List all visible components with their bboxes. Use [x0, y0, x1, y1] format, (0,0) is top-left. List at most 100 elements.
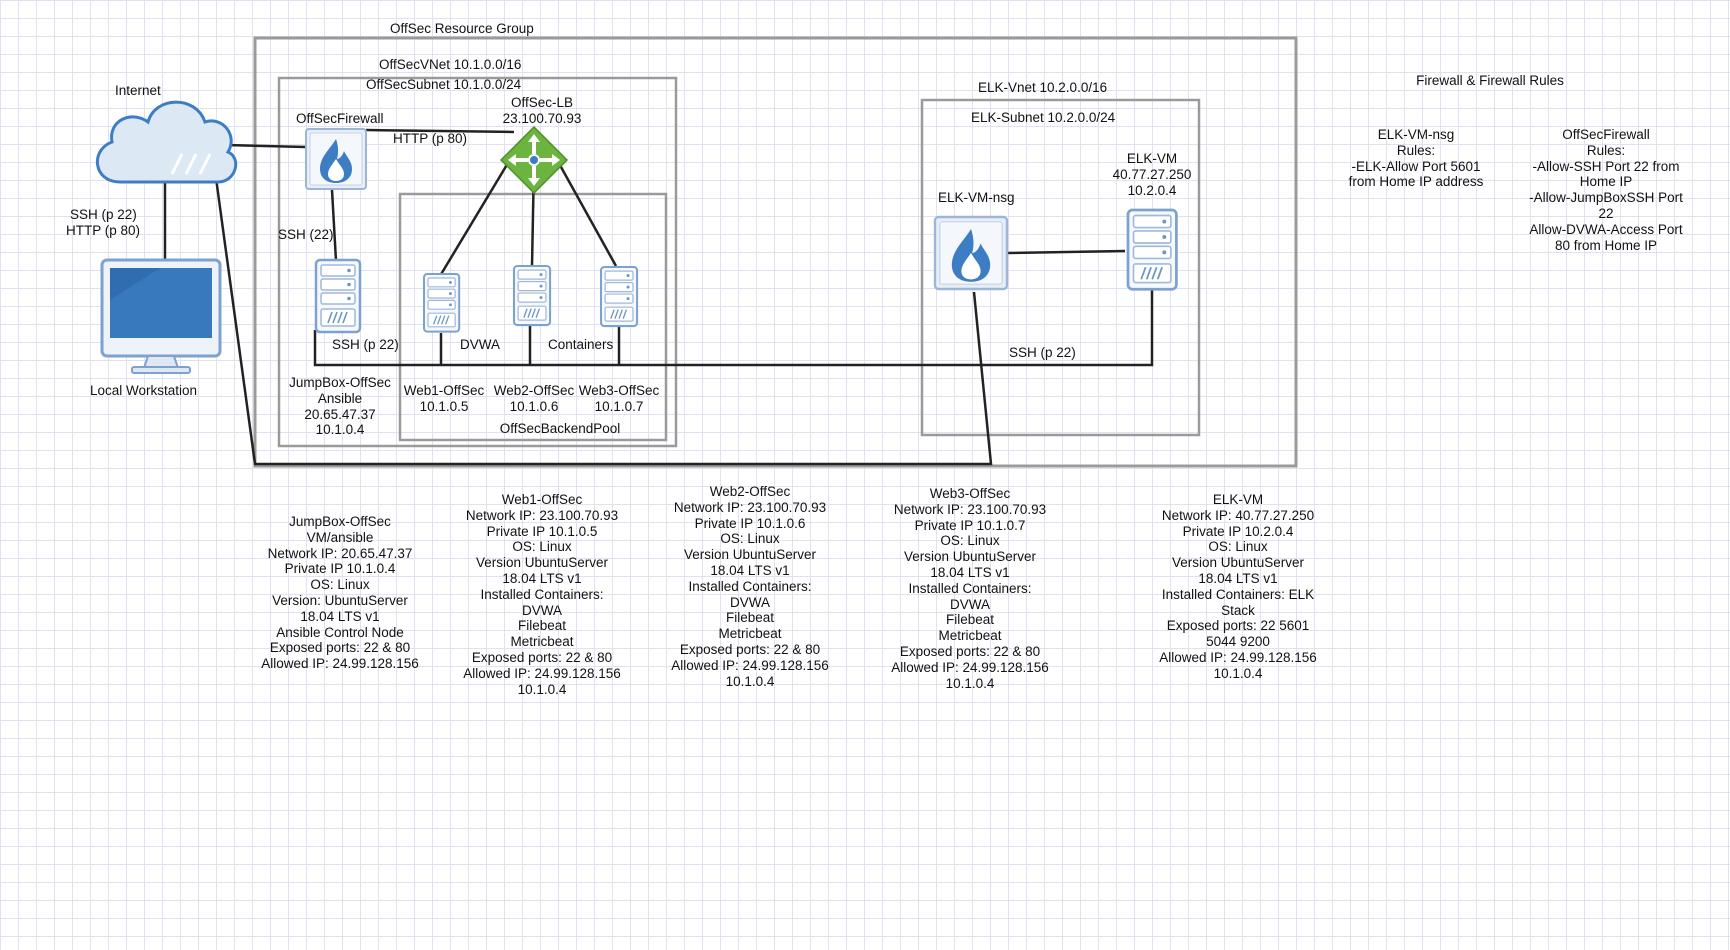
elk-vnet-label: ELK-Vnet 10.2.0.0/16	[978, 80, 1108, 95]
resource-group-frame	[253, 36, 1298, 468]
detail-line: Private IP 10.1.0.7	[914, 517, 1026, 533]
jumpbox-details-block: JumpBox-OffSec VM/ansible Network IP: 20…	[261, 514, 419, 672]
detail-line: OS: Linux	[310, 577, 370, 593]
detail-line: Filebeat	[517, 618, 567, 634]
offsec-firewall-icon	[305, 128, 367, 190]
jumpbox-server-icon	[314, 258, 362, 334]
web1-ip: 10.1.0.5	[419, 398, 469, 414]
offsec-firewall-rules-block: OffSecFirewall Rules: -Allow-SSH Port 22…	[1529, 127, 1683, 253]
internet-label: Internet	[115, 83, 161, 98]
detail-line: Metricbeat	[718, 626, 782, 642]
web3-node-label: Web3-OffSec 10.1.0.7	[579, 383, 660, 415]
detail-line: 5044 9200	[1206, 634, 1270, 650]
detail-line: Exposed ports: 22 & 80	[899, 643, 1041, 659]
load-balancer-icon	[499, 125, 569, 195]
detail-line: Exposed ports: 22 5601	[1166, 618, 1310, 634]
jumpbox-name: JumpBox-OffSec	[289, 375, 391, 390]
web1-name: Web1-OffSec	[403, 383, 485, 398]
workstation-http-label: HTTP (p 80)	[66, 223, 141, 238]
detail-line: Exposed ports: 22 & 80	[471, 649, 613, 665]
rule-line: 22	[1598, 205, 1614, 221]
detail-line: Version UbuntuServer	[1171, 555, 1305, 571]
detail-line: Private IP 10.1.0.5	[486, 523, 598, 539]
firewall-rules-title: Firewall & Firewall Rules	[1416, 73, 1564, 88]
detail-line: Installed Containers:	[908, 580, 1032, 596]
local-workstation-label: Local Workstation	[90, 383, 198, 398]
detail-line: Exposed ports: 22 & 80	[679, 641, 821, 657]
web3-ip: 10.1.0.7	[594, 398, 644, 414]
rule-line: -ELK-Allow Port 5601	[1351, 158, 1481, 174]
elk-subnet-label: ELK-Subnet 10.2.0.0/24	[971, 110, 1116, 125]
elk-vm-server-icon	[1126, 208, 1178, 291]
detail-line: 10.1.0.4	[945, 675, 995, 691]
detail-line: Exposed ports: 22 & 80	[269, 640, 411, 656]
jumpbox-public-ip: 20.65.47.37	[304, 406, 376, 422]
elk-vm-public-ip: 40.77.27.250	[1112, 166, 1192, 182]
backend-pool-label: OffSecBackendPool	[499, 421, 621, 436]
detail-line: OS: Linux	[1208, 539, 1268, 555]
detail-line: Web3-OffSec	[929, 486, 1011, 501]
detail-line: Metricbeat	[938, 628, 1002, 644]
internet-to-firewall-line	[225, 143, 307, 149]
rule-line: Home IP	[1579, 174, 1633, 190]
detail-line: 18.04 LTS v1	[502, 570, 582, 586]
rule-line: Allow-DVWA-Access Port	[1529, 221, 1683, 237]
containers-label: Containers	[548, 337, 614, 352]
detail-line: Network IP: 23.100.70.93	[673, 499, 827, 515]
monitor-icon	[100, 258, 222, 374]
offsec-vnet-frame	[277, 76, 678, 448]
detail-line: Allowed IP: 24.99.128.156	[671, 657, 829, 673]
detail-line: Metricbeat	[510, 634, 574, 650]
web1-node-label: Web1-OffSec 10.1.0.5	[404, 383, 485, 415]
detail-line: Network IP: 23.100.70.93	[893, 501, 1047, 517]
detail-line: Network IP: 40.77.27.250	[1161, 507, 1315, 523]
detail-line: DVWA	[950, 596, 990, 612]
detail-line: DVWA	[522, 602, 562, 618]
detail-line: Private IP 10.1.0.6	[694, 515, 806, 531]
detail-line: OS: Linux	[512, 539, 572, 555]
detail-line: Network IP: 20.65.47.37	[267, 545, 413, 561]
web3-details-block: Web3-OffSec Network IP: 23.100.70.93 Pri…	[891, 486, 1049, 691]
detail-line: Installed Containers: ELK	[1161, 586, 1315, 602]
web2-details-block: Web2-OffSec Network IP: 23.100.70.93 Pri…	[671, 484, 829, 689]
detail-line: Web1-OffSec	[501, 492, 583, 507]
web1-details-block: Web1-OffSec Network IP: 23.100.70.93 Pri…	[463, 492, 621, 697]
detail-line: OS: Linux	[940, 533, 1000, 549]
web2-server-icon	[512, 264, 552, 327]
detail-line: Filebeat	[945, 612, 995, 628]
lb-ip-label: 23.100.70.93	[502, 111, 582, 126]
web3-name: Web3-OffSec	[578, 383, 660, 398]
elk-vm-name: ELK-VM	[1126, 151, 1178, 166]
detail-line: Allowed IP: 24.99.128.156	[1159, 649, 1317, 665]
rule-line: -Allow-JumpBoxSSH Port	[1529, 190, 1683, 206]
firewall-to-jumpbox-line	[330, 189, 338, 262]
detail-line: OS: Linux	[720, 531, 780, 547]
detail-line: 10.1.0.4	[725, 673, 775, 689]
detail-line: 10.1.0.4	[1213, 665, 1263, 681]
elk-details-block: ELK-VM Network IP: 40.77.27.250 Private …	[1159, 492, 1317, 682]
dvwa-label: DVWA	[460, 337, 500, 352]
web2-node-label: Web2-OffSec 10.1.0.6	[494, 383, 575, 415]
web2-name: Web2-OffSec	[493, 383, 575, 398]
elk-nsg-rules-block: ELK-VM-nsg Rules: -ELK-Allow Port 5601 f…	[1349, 127, 1484, 190]
detail-line: Version UbuntuServer	[683, 547, 817, 563]
rule-line: Rules:	[1396, 142, 1436, 158]
detail-line: JumpBox-OffSec	[289, 514, 391, 529]
detail-line: Private IP 10.1.0.4	[284, 561, 396, 577]
firewall-to-lb-line	[365, 128, 515, 134]
jumpbox-private-ip: 10.1.0.4	[315, 422, 365, 438]
detail-line: 18.04 LTS v1	[710, 562, 790, 578]
ssh-p22-elk-label: SSH (p 22)	[1009, 345, 1076, 360]
web1-server-icon	[422, 272, 461, 333]
elk-vm-private-ip: 10.2.0.4	[1127, 182, 1177, 198]
detail-line: Network IP: 23.100.70.93	[465, 507, 619, 523]
jumpbox-node-label: JumpBox-OffSec Ansible 20.65.47.37 10.1.…	[289, 375, 391, 438]
ssh-p22-jumpbox-label: SSH (p 22)	[332, 337, 399, 352]
workstation-ssh-label: SSH (p 22)	[70, 207, 137, 222]
http-p80-label: HTTP (p 80)	[393, 131, 468, 146]
offsec-vnet-label: OffSecVNet 10.1.0.0/16	[379, 57, 522, 72]
detail-line: VM/ansible	[306, 529, 374, 545]
ssh-22-label: SSH (22)	[278, 227, 334, 242]
detail-line: Ansible Control Node	[276, 624, 404, 640]
rule-line: from Home IP address	[1348, 174, 1484, 190]
